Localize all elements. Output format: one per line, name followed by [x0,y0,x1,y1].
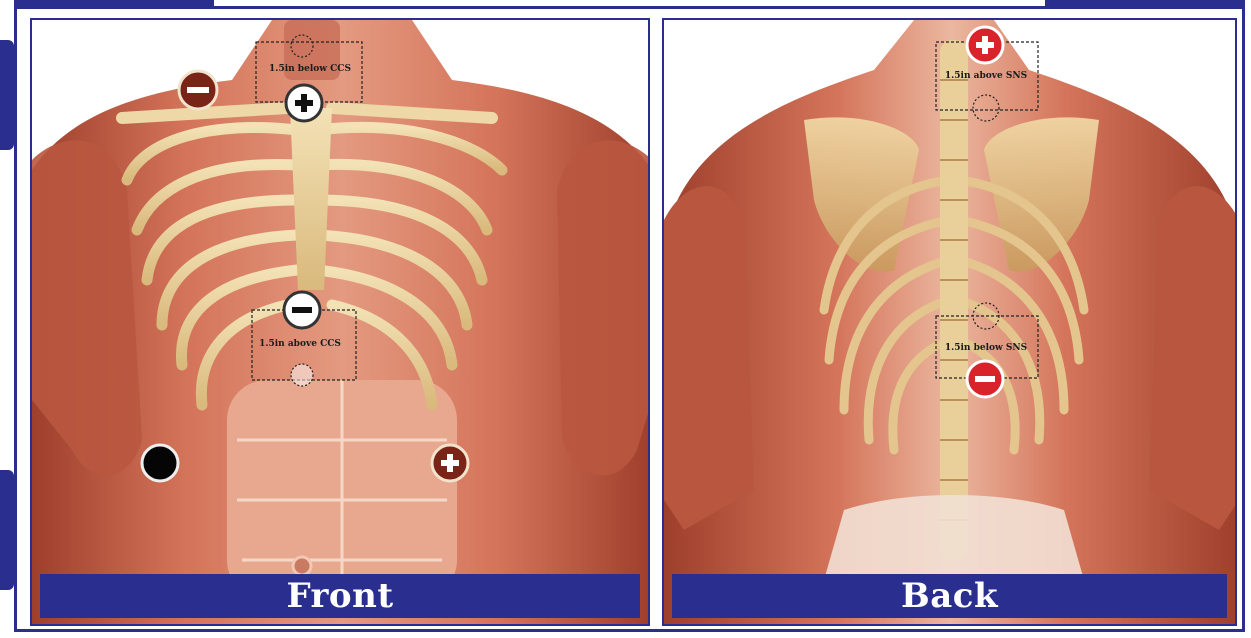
back-label: Back [672,574,1227,618]
back-lower-annotation: 1.5in below SNS [945,343,1027,353]
frame-left-accent-lower [0,470,14,590]
front-torso-illustration: 1.5in below CCS 1.5in above CCS [32,20,650,626]
back-panel: 1.5in above SNS 1.5in below SNS Back [662,18,1237,626]
back-left-arm [1149,186,1237,530]
back-torso-illustration: 1.5in above SNS 1.5in below SNS [664,20,1237,626]
left-arm-shape [557,140,650,475]
front-panel: 1.5in below CCS 1.5in above CCS Front [30,18,650,626]
front-lower-annotation: 1.5in above CCS [259,339,341,349]
back-right-arm [664,186,754,530]
front-electrode-ground-flank [142,445,178,481]
front-lower-ccs-marker [291,364,313,386]
front-electrode-negative-shoulder [179,71,217,109]
back-electrode-positive-upper [967,27,1003,63]
lumbar-fascia [824,495,1084,580]
front-electrode-positive-flank [432,445,468,481]
back-electrode-negative-lower [967,361,1003,397]
frame-left-accent [0,40,14,150]
front-upper-annotation: 1.5in below CCS [269,64,351,74]
front-electrode-positive-sternum [286,85,322,121]
front-label: Front [40,574,640,618]
back-upper-annotation: 1.5in above SNS [945,71,1027,81]
navel [293,557,311,575]
spine [940,40,968,560]
front-electrode-negative-sternum [284,292,320,328]
